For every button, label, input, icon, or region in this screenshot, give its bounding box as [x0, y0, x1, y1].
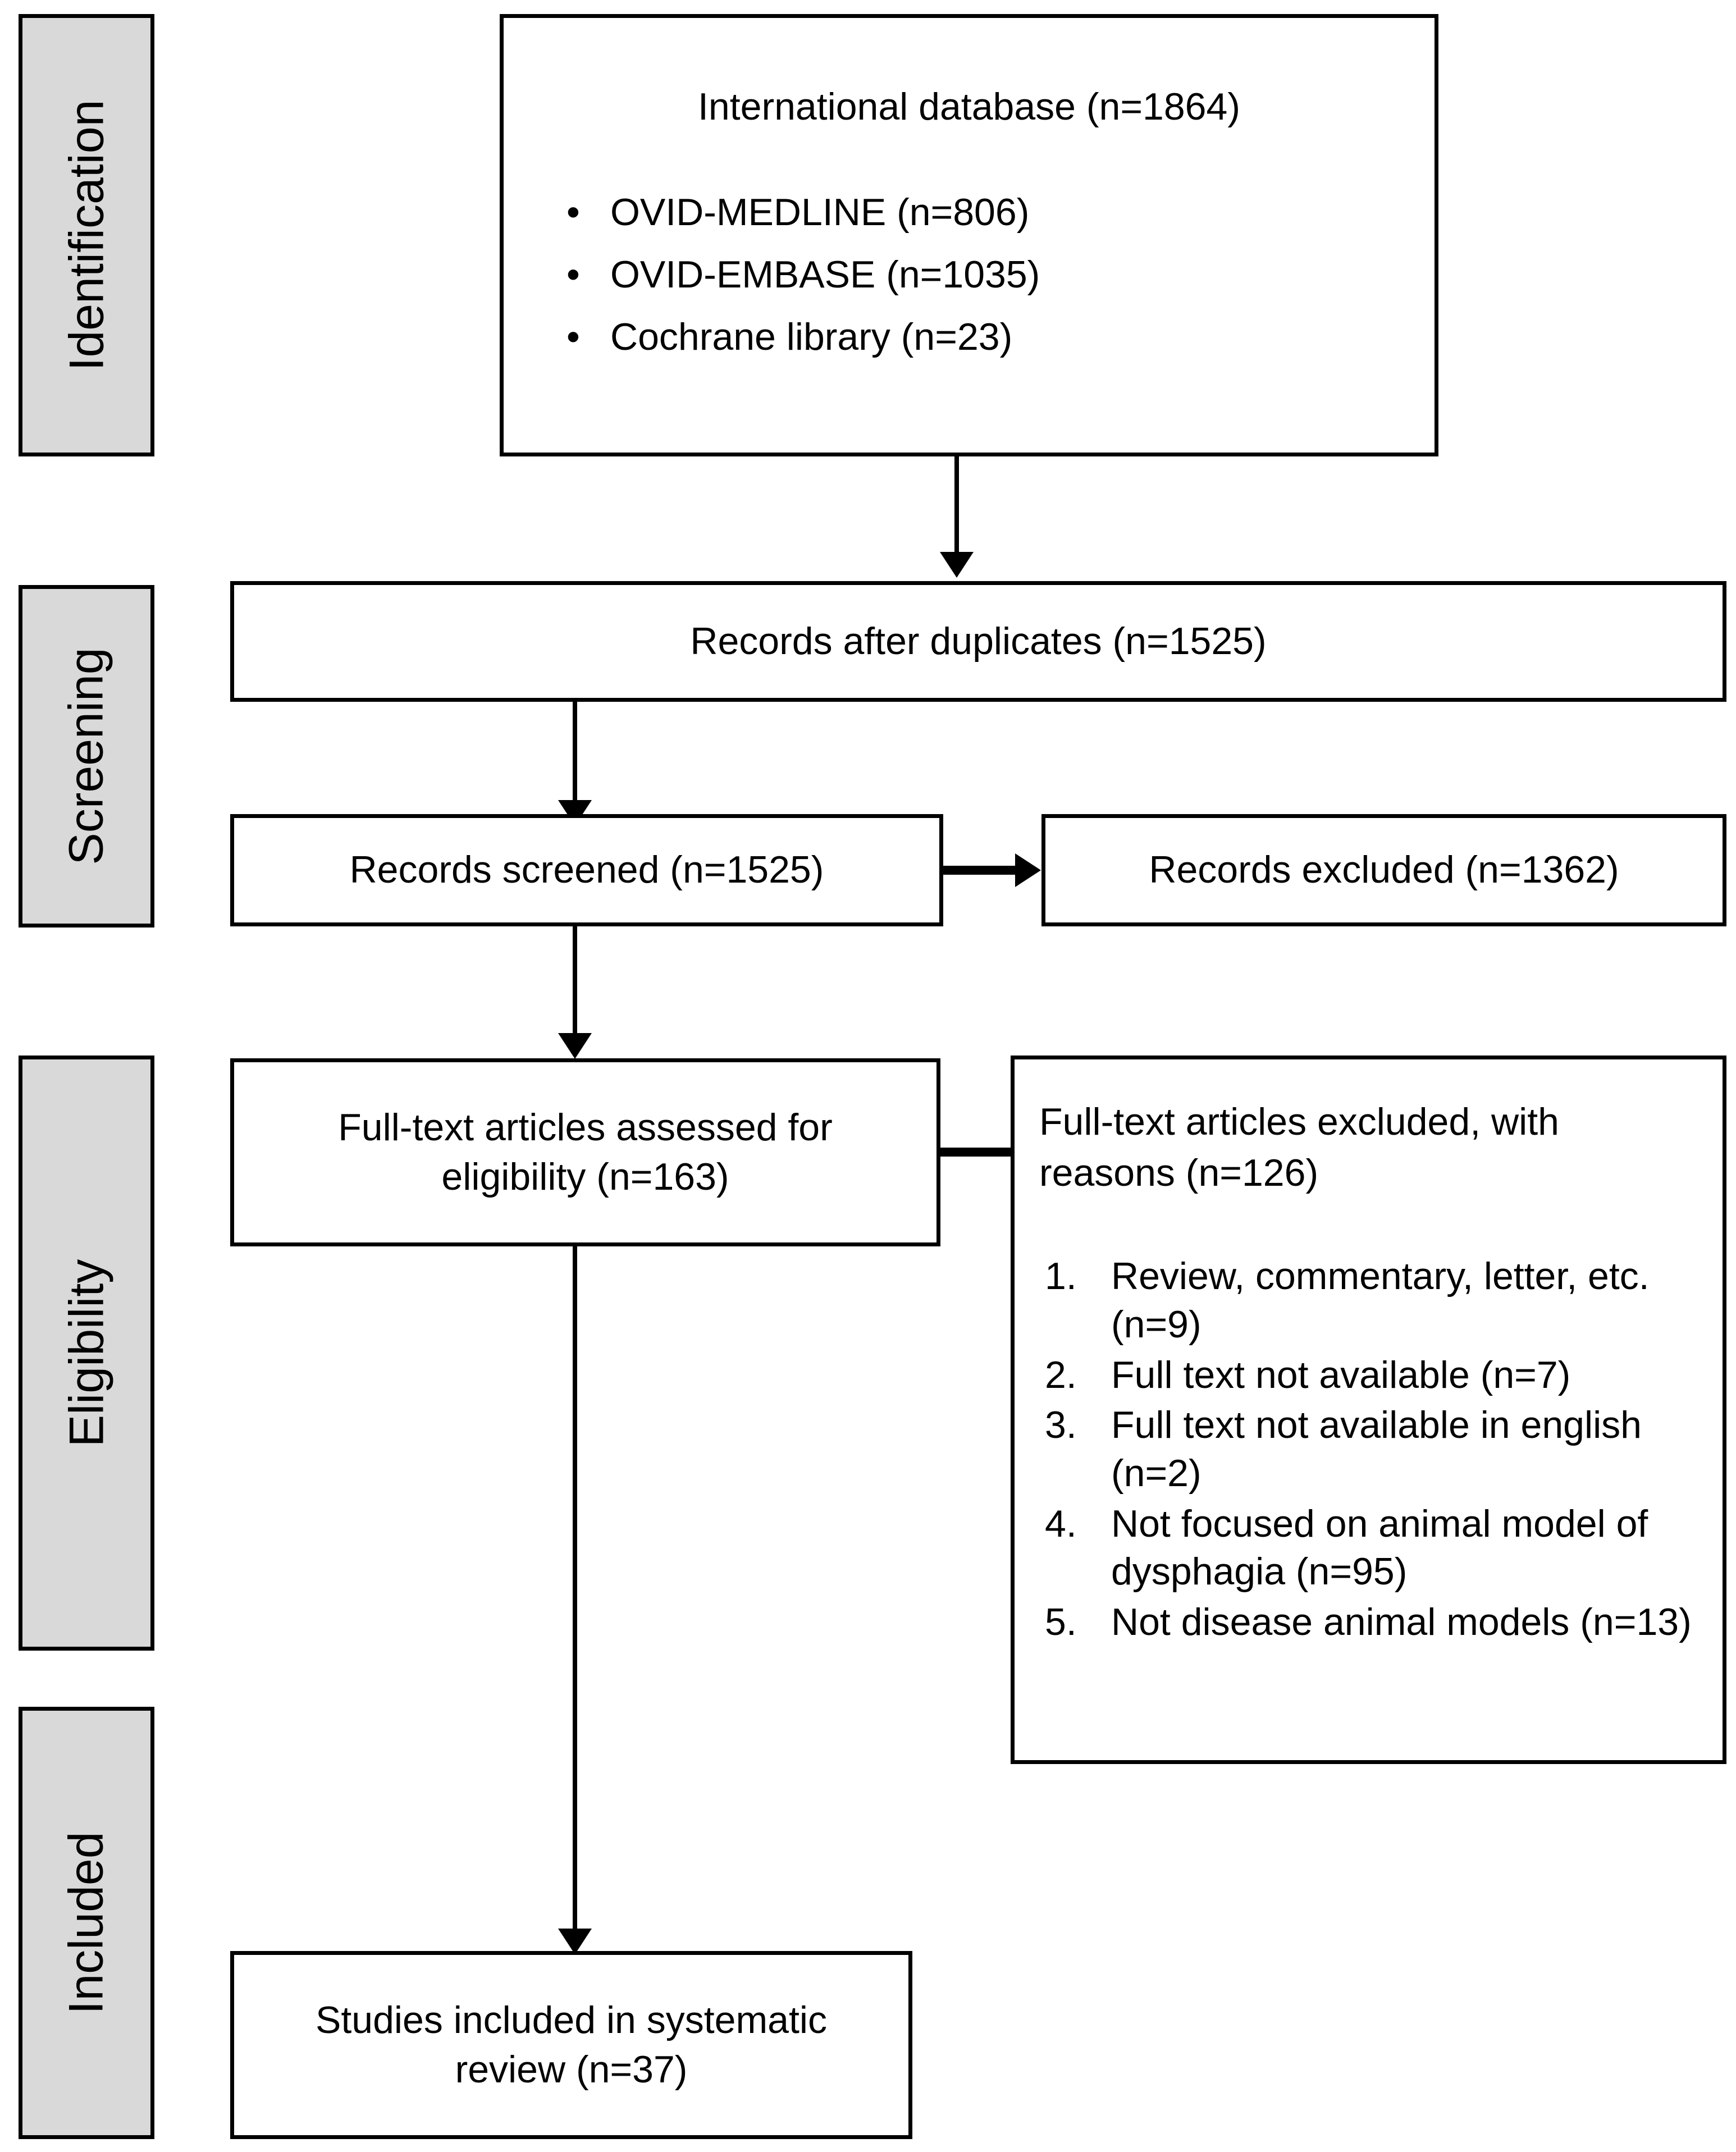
box-records-after-duplicates: Records after duplicates (n=1525) [230, 581, 1726, 702]
list-item: • Cochrane library (n=23) [543, 317, 1395, 358]
sources-title: International database (n=1864) [698, 85, 1240, 128]
box-fulltext-articles-excluded-with-reasons: Full-text articles excluded, with reason… [1011, 1056, 1726, 1764]
bullet-icon: • [567, 253, 580, 296]
list-item: 1. Review, commentary, letter, etc. (n=9… [1039, 1253, 1700, 1349]
list-item: 2. Full text not available (n=7) [1039, 1351, 1700, 1400]
phase-band-identification: Identification [19, 14, 154, 456]
records-screened-title: Records screened (n=1525) [349, 848, 824, 892]
box-records-excluded: Records excluded (n=1362) [1041, 814, 1726, 926]
fulltext-excluded-title: Full-text articles excluded, with reason… [1039, 1100, 1559, 1195]
sources-list: • OVID-MEDLINE (n=806) • OVID-EMBASE (n=… [543, 190, 1395, 358]
reason-number: 5. [1045, 1600, 1077, 1643]
list-item: 5. Not disease animal models (n=13) [1039, 1598, 1700, 1647]
connector-duplicates-to-screened [573, 702, 577, 800]
records-excluded-title: Records excluded (n=1362) [1149, 848, 1619, 892]
after-duplicates-title: Records after duplicates (n=1525) [690, 619, 1267, 662]
reason-label: Full text not available (n=7) [1111, 1353, 1571, 1396]
bullet-icon: • [567, 190, 580, 234]
phase-band-included: Included [19, 1707, 154, 2139]
fulltext-assessed-title: Full-text articles assessed for eligibil… [338, 1106, 833, 1198]
reason-label: Not disease animal models (n=13) [1111, 1600, 1692, 1643]
reason-number: 4. [1045, 1502, 1077, 1545]
phase-band-screening: Screening [19, 585, 154, 927]
box-records-screened: Records screened (n=1525) [230, 814, 943, 926]
reason-label: Not focused on animal model of dysphagia… [1111, 1502, 1648, 1593]
reason-number: 1. [1045, 1255, 1077, 1298]
list-item: 3. Full text not available in english (n… [1039, 1401, 1700, 1497]
box-studies-included-in-systematic-review: Studies included in systematic review (n… [230, 1951, 912, 2139]
phase-label-eligibility: Eligibility [60, 1259, 113, 1447]
arrow-down-icon [558, 1033, 592, 1059]
reason-label: Full text not available in english (n=2) [1111, 1404, 1642, 1495]
studies-included-title: Studies included in systematic review (n… [316, 1999, 827, 2091]
source-label: OVID-EMBASE (n=1035) [610, 253, 1040, 296]
arrow-right-icon [1015, 853, 1041, 887]
box-international-database: International database (n=1864) • OVID-M… [500, 14, 1438, 456]
list-item: • OVID-MEDLINE (n=806) [543, 190, 1395, 234]
phase-label-identification: Identification [60, 99, 113, 371]
connector-assessed-to-excluded [940, 1148, 1016, 1157]
source-label: OVID-MEDLINE (n=806) [610, 190, 1030, 234]
list-item: • OVID-EMBASE (n=1035) [543, 254, 1395, 295]
connector-assessed-to-included [573, 1246, 577, 1929]
connector-screened-to-fulltext [573, 926, 577, 1033]
reason-number: 3. [1045, 1404, 1077, 1447]
phase-label-screening: Screening [60, 647, 114, 865]
source-label: Cochrane library (n=23) [610, 316, 1013, 359]
bullet-icon: • [567, 316, 580, 359]
phase-band-eligibility: Eligibility [19, 1056, 154, 1651]
phase-label-included: Included [60, 1831, 113, 2014]
reason-label: Review, commentary, letter, etc. (n=9) [1111, 1255, 1650, 1346]
connector-screened-to-excluded [943, 866, 1016, 875]
arrow-down-icon [558, 1929, 592, 1954]
box-fulltext-articles-assessed: Full-text articles assessed for eligibil… [230, 1058, 940, 1246]
arrow-down-icon [940, 552, 974, 578]
list-item: 4. Not focused on animal model of dyspha… [1039, 1500, 1700, 1596]
reason-number: 2. [1045, 1353, 1077, 1396]
exclusion-reasons-list: 1. Review, commentary, letter, etc. (n=9… [1039, 1253, 1700, 1646]
connector-sources-to-duplicates [954, 456, 959, 552]
